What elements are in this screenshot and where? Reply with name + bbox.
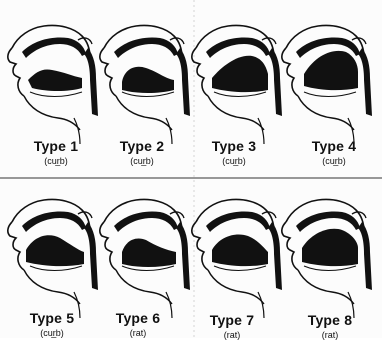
palate-fill xyxy=(22,38,86,58)
palate-fill xyxy=(296,212,360,232)
pharynx-wall xyxy=(176,48,190,116)
panel-sound: (rat) xyxy=(93,328,183,338)
jaw-line xyxy=(208,270,264,304)
panel-sound: (cur̲b) xyxy=(11,156,101,166)
panel-title: Type 4 xyxy=(289,138,379,154)
mouth-floor xyxy=(304,92,356,97)
vocal-tract-drawing-type-8 xyxy=(282,199,372,318)
panel-title: Type 2 xyxy=(97,138,187,154)
tongue-shape xyxy=(122,67,174,93)
panel-label-type-3: Type 3 (cur̲b) xyxy=(189,138,279,166)
tongue-shape xyxy=(302,229,358,266)
jaw-line xyxy=(208,96,264,130)
panel-label-type-6: Type 6 (rat) xyxy=(93,310,183,338)
panel-title: Type 7 xyxy=(187,312,277,328)
mouth-floor xyxy=(30,266,82,271)
pharynx-wall xyxy=(358,222,372,290)
panel-label-type-5: Type 5 (cur̲b) xyxy=(7,310,97,338)
mouth-floor xyxy=(214,266,266,271)
panel-label-type-4: Type 4 (cur̲b) xyxy=(289,138,379,166)
palate-fill xyxy=(206,38,270,58)
mouth-floor xyxy=(304,266,356,271)
panel-label-type-7: Type 7 (rat) xyxy=(187,312,277,340)
panel-sound: (cur̲b) xyxy=(189,156,279,166)
lip-profile xyxy=(282,222,298,270)
jaw-line xyxy=(298,270,354,304)
mouth-floor xyxy=(30,92,82,97)
lip-profile xyxy=(8,48,24,96)
palate-fill xyxy=(114,212,178,232)
jaw-line xyxy=(298,96,354,130)
tongue-shape xyxy=(304,51,358,90)
vocal-tract-drawing-type-2 xyxy=(100,25,190,144)
pharynx-wall xyxy=(176,222,190,290)
jaw-line xyxy=(116,96,172,130)
vocal-tract-drawing-type-5 xyxy=(8,199,98,318)
mouth-floor xyxy=(214,92,266,97)
palate-fill xyxy=(206,212,270,232)
tongue-shape xyxy=(212,235,268,267)
tongue-shape xyxy=(26,235,84,266)
pharynx-wall xyxy=(84,222,98,290)
panel-sound: (cur̲b) xyxy=(7,328,97,338)
vocal-tract-drawing-type-1 xyxy=(8,25,98,144)
panel-title: Type 5 xyxy=(7,310,97,326)
jaw-line xyxy=(24,96,80,130)
vocal-tract-drawing-type-4 xyxy=(282,25,372,144)
lip-profile xyxy=(282,48,298,96)
vocal-tract-drawing-type-6 xyxy=(100,199,190,318)
tongue-shape xyxy=(212,56,268,92)
lip-profile xyxy=(100,48,116,96)
panel-label-type-8: Type 8 (rat) xyxy=(285,312,375,340)
panel-sound: (rat) xyxy=(285,330,375,340)
pharynx-wall xyxy=(268,48,282,116)
panel-title: Type 8 xyxy=(285,312,375,328)
pharynx-wall xyxy=(268,222,282,290)
vocal-tract-drawing-type-3 xyxy=(192,25,282,144)
jaw-line xyxy=(116,270,172,304)
pharynx-wall xyxy=(84,48,98,116)
panel-label-type-1: Type 1 (cur̲b) xyxy=(11,138,101,166)
palate-fill xyxy=(22,212,86,232)
panel-sound: (cur̲b) xyxy=(97,156,187,166)
panel-title: Type 3 xyxy=(189,138,279,154)
vocal-tract-drawing-type-7 xyxy=(192,199,282,318)
lip-profile xyxy=(100,222,116,270)
lip-profile xyxy=(8,222,24,270)
panel-label-type-2: Type 2 (cur̲b) xyxy=(97,138,187,166)
panel-sound: (cur̲b) xyxy=(289,156,379,166)
pharynx-wall xyxy=(358,48,372,116)
panel-title: Type 6 xyxy=(93,310,183,326)
panel-title: Type 1 xyxy=(11,138,101,154)
jaw-line xyxy=(24,270,80,304)
panel-sound: (rat) xyxy=(187,330,277,340)
palate-fill xyxy=(114,38,178,58)
tongue-shape xyxy=(28,69,82,91)
tongue-shape xyxy=(122,239,176,268)
